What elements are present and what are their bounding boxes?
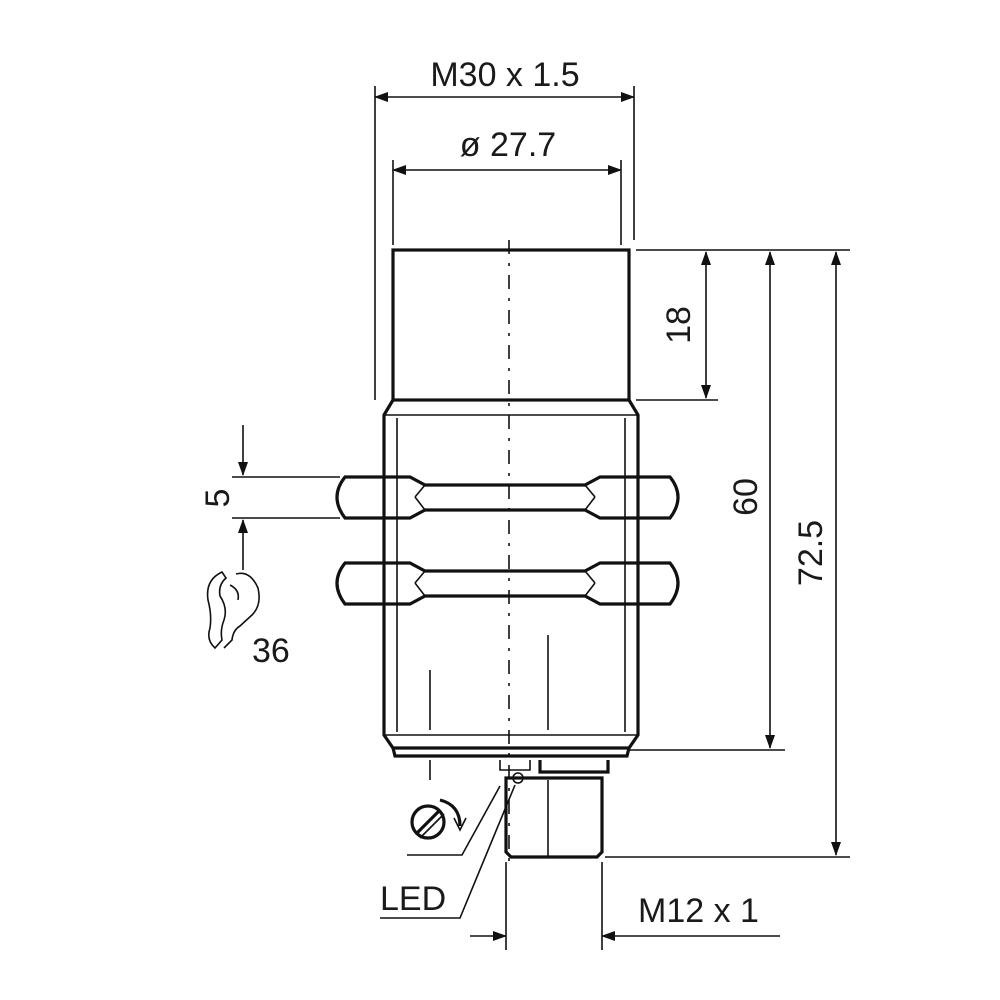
dim-nut-thickness (232, 425, 340, 570)
label-total-length: 72.5 (792, 520, 830, 586)
screwdriver-adjust-icon (410, 798, 467, 840)
led-indicator (512, 772, 524, 784)
label-diameter-face: ø 27.7 (460, 126, 556, 164)
m12-connector (499, 760, 610, 859)
dim-connector-thread (470, 862, 780, 950)
sensor-face (391, 248, 631, 402)
label-thread-length: 60 (727, 478, 765, 516)
leader-potentiometer (407, 785, 501, 856)
threaded-body (382, 399, 640, 758)
label-nut-thickness: 5 (199, 489, 237, 508)
label-wrench-size: 36 (252, 632, 290, 670)
wrench-icon (206, 570, 260, 650)
leader-led (380, 784, 516, 919)
dim-thread-main (374, 86, 635, 400)
label-connector-thread: M12 x 1 (638, 892, 759, 930)
label-thread-main: M30 x 1.5 (430, 56, 579, 94)
lock-nut-upper (335, 475, 680, 520)
label-led: LED (380, 880, 446, 918)
label-face-length: 18 (660, 306, 698, 344)
dim-diameter-face (392, 160, 622, 245)
lock-nut-lower (335, 561, 680, 606)
